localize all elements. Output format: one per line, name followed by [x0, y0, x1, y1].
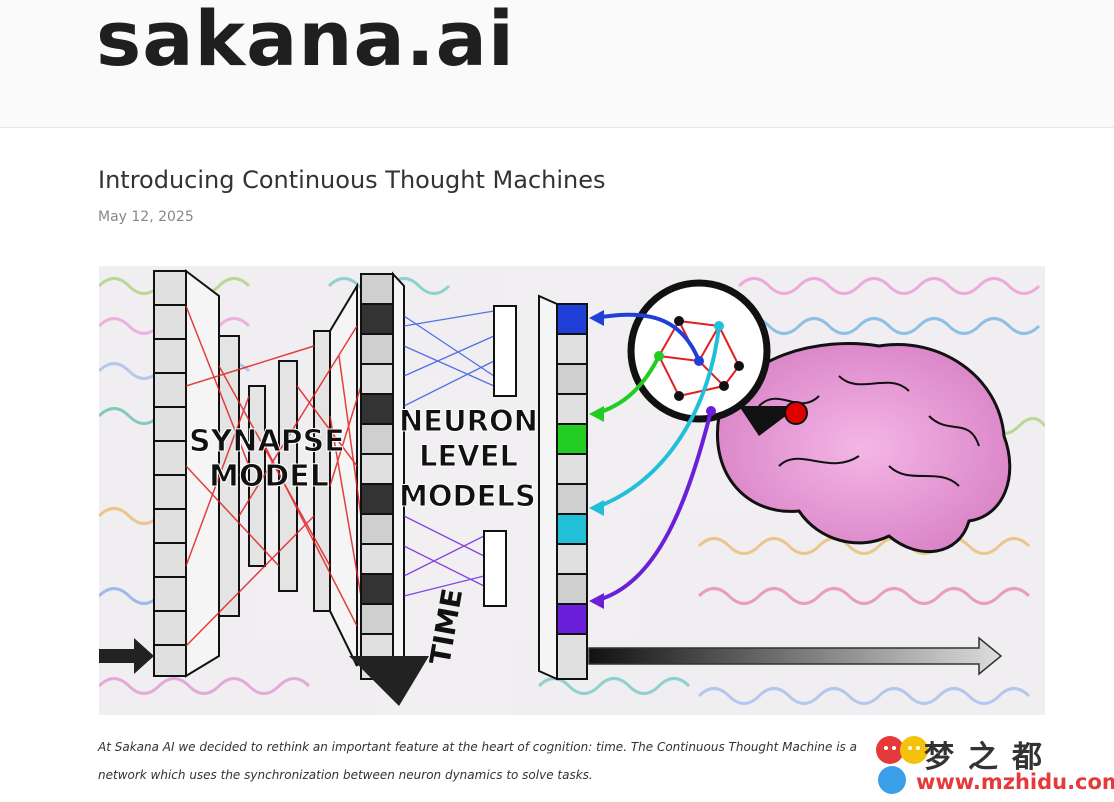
post-title: Introducing Continuous Thought Machines	[98, 166, 606, 194]
post-date: May 12, 2025	[98, 209, 194, 225]
watermark-url: www.mzhidu.com	[916, 770, 1114, 794]
synapse-label-1: SYNAPSE	[189, 424, 345, 459]
synapse-model	[153, 268, 358, 678]
nlm-blocks	[483, 305, 517, 607]
input-arrow	[99, 638, 154, 674]
watermark: 梦之都 www.mzhidu.com	[872, 732, 1114, 802]
output-column	[538, 294, 588, 681]
time-arrow-head	[349, 656, 429, 706]
neuron-label-2: LEVEL	[419, 439, 518, 473]
watermark-chinese: 梦之都	[924, 740, 1056, 775]
feedback-arrows	[593, 312, 721, 603]
neuron-label-1: NEURON	[399, 404, 538, 438]
activation-column	[360, 271, 405, 682]
post-caption: At Sakana AI we decided to rethink an im…	[98, 740, 857, 782]
hero-illustration: SYNAPSE MODEL TIME	[99, 266, 1045, 715]
output-arrow	[588, 636, 1003, 676]
feedback-arrowheads	[589, 310, 604, 609]
sync-network	[627, 279, 808, 436]
site-header: sakana.ai	[0, 0, 1114, 128]
neuron-label-3: MODELS	[399, 479, 536, 513]
synapse-label-2: MODEL	[209, 459, 329, 494]
site-logo[interactable]: sakana.ai	[96, 0, 515, 83]
watermark-logo-icon	[876, 736, 928, 794]
synapse-wires	[185, 305, 362, 647]
brain	[716, 342, 1012, 553]
nlm-wires-bottom	[403, 515, 485, 597]
ctm-diagram: SYNAPSE MODEL TIME	[99, 266, 1045, 715]
nlm-wires-top	[403, 310, 495, 407]
